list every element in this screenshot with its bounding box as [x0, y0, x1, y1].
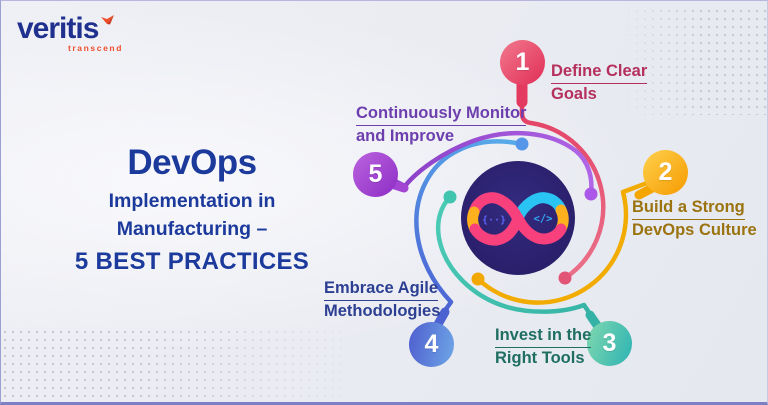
arc-dot-2 — [471, 272, 485, 286]
code-slash-icon: </> — [534, 213, 553, 225]
step-label-5: Continuously Monitor and Improve — [356, 103, 527, 148]
arc-item-4 — [414, 139, 525, 325]
step-label-3-line-2: Right Tools — [495, 349, 585, 368]
step-label-4-line-1: Embrace Agile — [324, 278, 439, 302]
brand-tagline: transcend — [67, 43, 123, 53]
step-label-3: Invest in the Right Tools — [495, 325, 592, 370]
step-circle-4: 4 — [409, 322, 454, 367]
step-label-1-line-2: Goals — [551, 85, 597, 104]
step-label-5-line-2: and Improve — [356, 127, 455, 146]
step-label-1-line-1: Define Clear — [551, 61, 648, 85]
arc-dot-4 — [515, 137, 529, 151]
title-line-implementation: Implementation in — [108, 189, 276, 212]
title-line-devops: DevOps — [127, 143, 257, 182]
step-label-2: Build a Strong DevOps Culture — [632, 197, 757, 242]
title-line-best-practices: 5 BEST PRACTICES — [74, 248, 310, 276]
arc-dot-1 — [558, 271, 572, 285]
step-label-4-line-2: Methodologies — [324, 302, 441, 321]
arc-dot-5 — [584, 187, 598, 201]
step-circle-2: 2 — [643, 150, 688, 195]
step-label-1: Define Clear Goals — [551, 61, 648, 106]
halftone-pattern-top-right — [617, 7, 767, 115]
page-title: DevOps Implementation in Manufacturing –… — [67, 143, 317, 276]
code-braces-icon: {··} — [482, 215, 506, 226]
arc-dot-3 — [443, 190, 457, 204]
arc-item-2 — [475, 180, 650, 305]
brand-check-icon — [100, 15, 115, 33]
step-circle-3: 3 — [587, 321, 632, 366]
devops-infinity-icon — [467, 192, 569, 246]
step-label-4: Embrace Agile Methodologies — [324, 278, 440, 323]
arc-item-3 — [435, 194, 605, 335]
step-circle-5: 5 — [353, 152, 398, 197]
step-circle-1: 1 — [500, 40, 545, 85]
step-label-5-line-1: Continuously Monitor — [356, 103, 527, 127]
title-line-manufacturing: Manufacturing – — [116, 217, 268, 240]
arc-item-1 — [519, 82, 606, 281]
brand-name: veritis — [17, 12, 99, 45]
step-label-2-line-2: DevOps Culture — [632, 221, 757, 240]
step-label-2-line-1: Build a Strong — [632, 197, 745, 221]
arc-item-5 — [390, 130, 594, 197]
step-label-3-line-1: Invest in the — [495, 325, 592, 349]
halftone-pattern-bottom-left — [1, 328, 381, 400]
veritis-logo: veritis transcend — [17, 14, 137, 53]
